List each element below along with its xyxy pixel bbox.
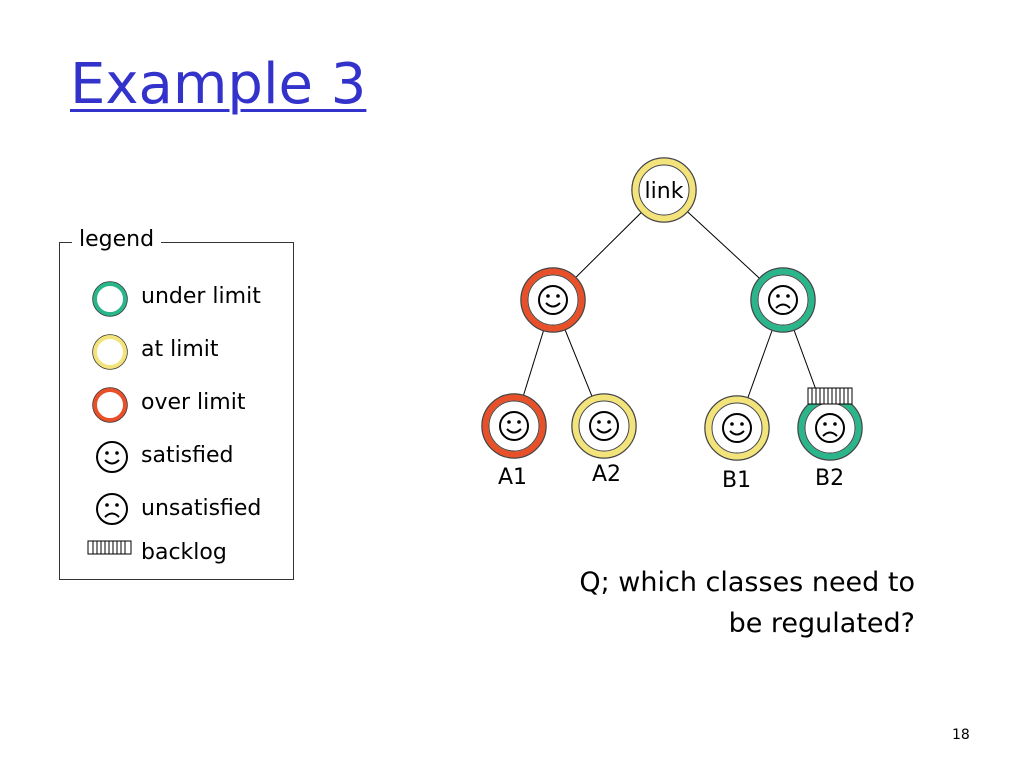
- under-limit-circle-icon: [92, 281, 128, 317]
- slide-title: Example 3: [70, 52, 367, 117]
- node-label-b1: B1: [722, 468, 752, 493]
- unsatisfied-face-icon: [96, 493, 128, 525]
- legend-caption: legend: [72, 227, 162, 252]
- satisfied-face-icon: [499, 411, 529, 441]
- node-a2: [571, 393, 637, 459]
- backlog-icon: [807, 387, 853, 405]
- node-label-a1: A1: [498, 465, 528, 490]
- node-label-b2: B2: [815, 466, 845, 491]
- question-line-2: be regulated?: [728, 607, 915, 639]
- node-a: [520, 267, 586, 333]
- legend-label-over-limit: over limit: [141, 390, 246, 415]
- unsatisfied-face-icon: [768, 285, 798, 315]
- legend-label-unsatisfied: unsatisfied: [141, 496, 262, 521]
- slide-number: 18: [952, 727, 970, 743]
- over-limit-circle-icon: [92, 387, 128, 423]
- node-label-a2: A2: [592, 462, 622, 487]
- legend-label-backlog: backlog: [141, 540, 227, 565]
- satisfied-face-icon: [96, 441, 128, 473]
- node-b2: [797, 387, 863, 461]
- node-b: [750, 267, 816, 333]
- node-link: link: [631, 157, 697, 223]
- node-text-link: link: [645, 179, 684, 204]
- at-limit-circle-icon: [92, 334, 128, 370]
- legend-label-under-limit: under limit: [141, 284, 261, 309]
- legend-label-at-limit: at limit: [141, 337, 219, 362]
- backlog-icon: [87, 540, 132, 555]
- question-text: Q; which classes need to be regulated?: [480, 563, 915, 644]
- satisfied-face-icon: [722, 413, 752, 443]
- node-a1: [481, 393, 547, 459]
- question-line-1: Q; which classes need to: [579, 567, 915, 598]
- satisfied-face-icon: [538, 285, 568, 315]
- legend-box: [59, 242, 294, 580]
- satisfied-face-icon: [589, 411, 619, 441]
- node-b1: [704, 395, 770, 461]
- legend-label-satisfied: satisfied: [141, 443, 234, 468]
- unsatisfied-face-icon: [815, 413, 845, 443]
